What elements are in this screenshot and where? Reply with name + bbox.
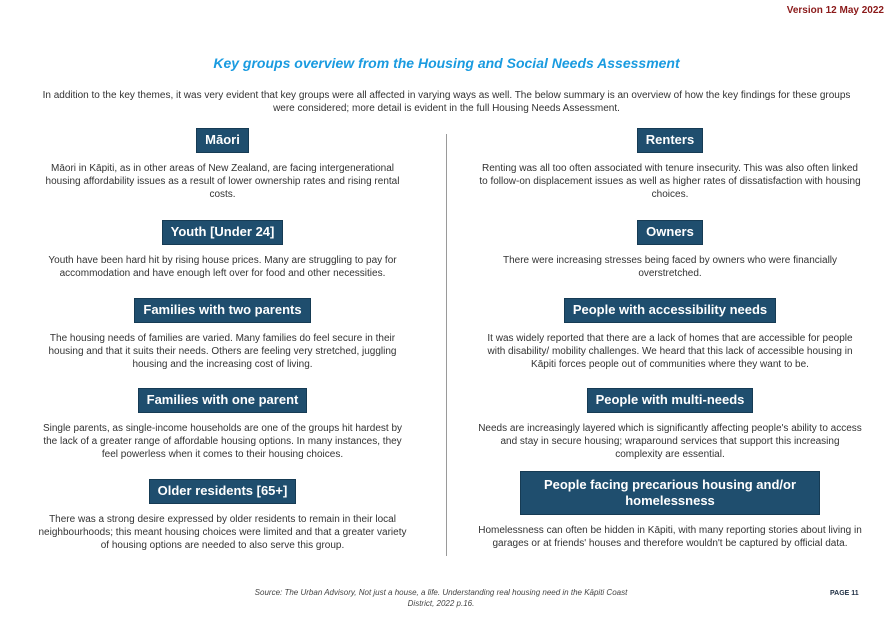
group-youth: Youth [Under 24] Youth have been hard hi… <box>35 220 410 280</box>
group-description: Homelessness can often be hidden in Kāpi… <box>478 525 862 549</box>
group-heading: Older residents [65+] <box>148 479 297 504</box>
source-citation: Source: The Urban Advisory, Not just a h… <box>254 588 628 608</box>
group-description: Renting was all too often associated wit… <box>479 163 861 200</box>
group-description: Māori in Kāpiti, as in other areas of Ne… <box>45 163 400 200</box>
group-heading: Māori <box>196 128 249 153</box>
group-description: Needs are increasingly layered which is … <box>478 423 862 460</box>
group-families-one-parent: Families with one parent Single parents,… <box>35 388 410 461</box>
group-heading: People facing precarious housing and/or … <box>520 471 820 515</box>
group-precarious-housing: People facing precarious housing and/or … <box>478 471 862 550</box>
group-description: The housing needs of families are varied… <box>48 333 397 370</box>
group-heading: Owners <box>637 220 703 245</box>
group-maori: Māori Māori in Kāpiti, as in other areas… <box>35 128 410 201</box>
group-description: Youth have been hard hit by rising house… <box>48 255 397 279</box>
group-renters: Renters Renting was all too often associ… <box>478 128 862 201</box>
version-label: Version 12 May 2022 <box>786 5 884 16</box>
page-number: PAGE 11 <box>830 590 859 597</box>
group-heading: Youth [Under 24] <box>161 220 284 245</box>
group-heading: Families with two parents <box>134 298 311 323</box>
group-older-residents: Older residents [65+] There was a strong… <box>35 479 410 552</box>
group-heading: Renters <box>636 128 704 153</box>
group-description: There were increasing stresses being fac… <box>502 255 838 279</box>
group-owners: Owners There were increasing stresses be… <box>478 220 862 280</box>
group-heading: People with accessibility needs <box>563 298 777 323</box>
page-title: Key groups overview from the Housing and… <box>213 55 680 71</box>
column-divider <box>446 134 447 556</box>
group-heading: Families with one parent <box>137 388 308 413</box>
group-description: Single parents, as single-income househo… <box>42 423 403 460</box>
intro-paragraph: In addition to the key themes, it was ve… <box>42 90 851 114</box>
group-multi-needs: People with multi-needs Needs are increa… <box>478 388 862 461</box>
group-accessibility-needs: People with accessibility needs It was w… <box>478 298 862 371</box>
group-heading: People with multi-needs <box>586 388 754 413</box>
group-description: There was a strong desire expressed by o… <box>38 514 407 551</box>
group-families-two-parents: Families with two parents The housing ne… <box>35 298 410 371</box>
group-description: It was widely reported that there are a … <box>487 333 853 370</box>
